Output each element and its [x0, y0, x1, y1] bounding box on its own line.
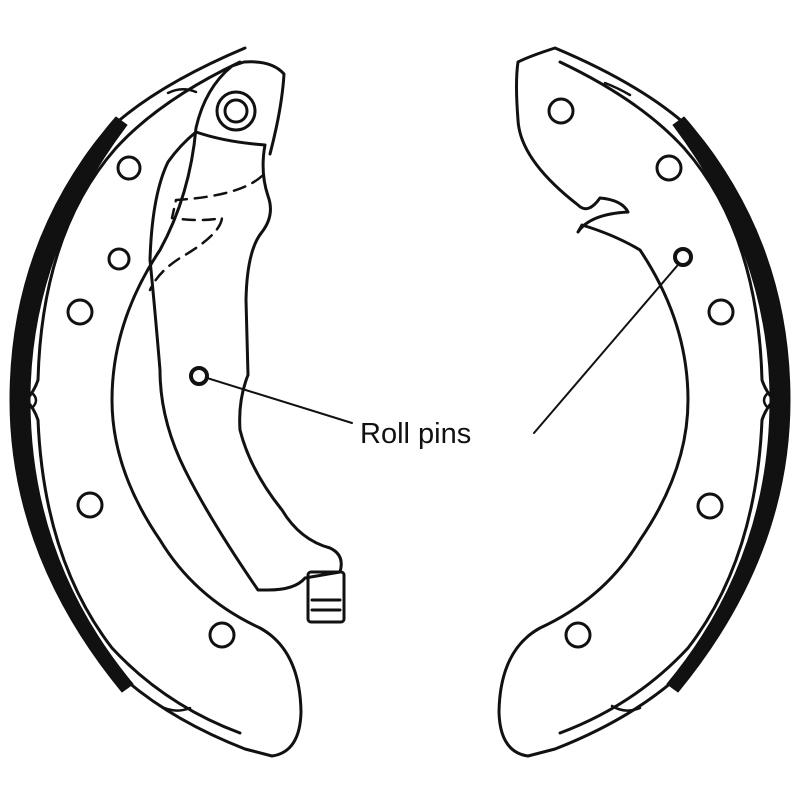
- rivet-hole: [547, 97, 575, 125]
- left-hidden-edge: [148, 174, 264, 292]
- left-web-plate: [148, 130, 343, 592]
- left-shoe-outline: [19, 46, 303, 758]
- callout-leader-left: [206, 377, 353, 424]
- rivet-hole: [655, 154, 683, 182]
- left-pivot-eye-inner: [223, 98, 249, 124]
- right-rim-bumps: [603, 81, 770, 712]
- right-rim-inner: [558, 60, 776, 735]
- rivet-hole: [107, 247, 131, 271]
- rivet-hole: [707, 298, 735, 326]
- rivet-hole: [696, 492, 724, 520]
- callout-leader-right: [533, 265, 678, 434]
- right-brake-shoe: [497, 46, 791, 758]
- left-rim-inner: [24, 60, 242, 735]
- rivet-hole: [76, 491, 104, 519]
- left-rim-bumps: [30, 88, 198, 712]
- roll-pins-label: Roll pins: [360, 418, 472, 450]
- roll-pin: [189, 366, 209, 386]
- rivet-hole: [66, 298, 94, 326]
- right-shoe-outline: [497, 46, 781, 758]
- left-adjuster-tab: [306, 570, 346, 624]
- left-brake-shoe: [9, 46, 346, 758]
- left-pivot-eye-outer: [215, 90, 257, 132]
- rivet-hole: [564, 621, 592, 649]
- rivet-hole: [116, 155, 142, 181]
- rivet-hole: [208, 621, 236, 649]
- roll-pin: [673, 247, 693, 267]
